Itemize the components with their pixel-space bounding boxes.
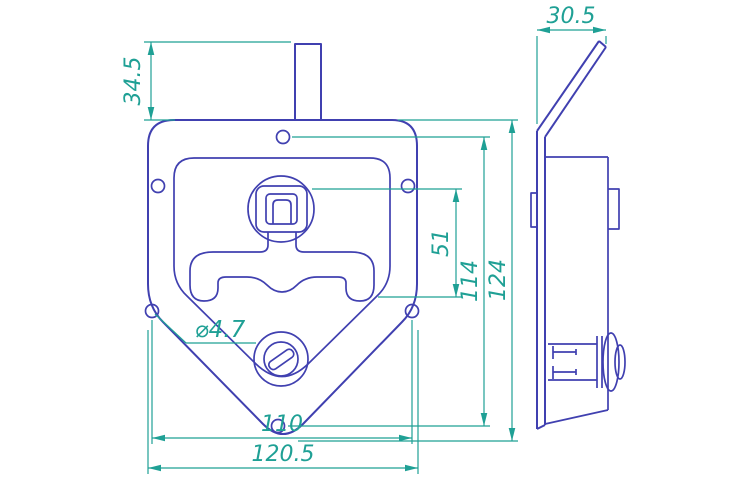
plate-outline: [147, 119, 418, 435]
dim-hole-diameter: ⌀4.7: [154, 313, 256, 344]
handle-housing: [255, 185, 308, 233]
side-tab-outer: [544, 46, 607, 138]
dimensions: 34.5 30.5 51 114 124: [121, 4, 607, 474]
dim-text: 114: [458, 260, 483, 302]
dim-text: 124: [486, 259, 511, 301]
key-slot: [267, 348, 295, 371]
dim-overall-width: 120.5: [147, 330, 419, 474]
side-tab-inner: [536, 40, 600, 132]
mounting-hole-top-right: [400, 178, 416, 194]
dim-tab-height: 34.5: [121, 41, 291, 121]
mounting-tab: [294, 43, 322, 120]
handle-housing-slot: [272, 199, 292, 224]
side-tab-tip: [598, 40, 607, 48]
dim-hole-pitch-horizontal: 110: [151, 320, 413, 444]
side-cam-ellipse-outer: [614, 344, 626, 380]
dim-hole-pitch-vertical: 114: [288, 136, 490, 427]
mounting-hole-mid-left: [144, 303, 160, 319]
dim-text: 120.5: [252, 442, 315, 467]
side-cam-ellipse: [602, 332, 620, 392]
front-view: [144, 43, 420, 435]
side-housing-bump: [608, 188, 620, 230]
mounting-hole-bottom: [270, 418, 286, 434]
dim-overall-height: 124: [298, 119, 518, 442]
side-bottom-edge: [536, 424, 546, 430]
handle-grip: [189, 232, 375, 302]
mounting-hole-top-left: [150, 178, 166, 194]
dim-text: 110: [261, 412, 303, 437]
side-grip-bump: [530, 192, 537, 228]
dim-side-depth: 30.5: [536, 4, 607, 124]
handle-housing-inner: [265, 193, 298, 225]
dim-text: 30.5: [547, 4, 596, 29]
mounting-hole-mid-right: [404, 303, 420, 319]
dim-text: 34.5: [121, 57, 146, 106]
leader-line: [154, 313, 187, 344]
handle-pivot-circle: [247, 175, 315, 243]
side-pan-bottom: [544, 409, 609, 425]
mounting-hole-top-center: [275, 129, 291, 145]
lock-cylinder-inner: [263, 341, 299, 377]
dim-text: 51: [429, 229, 454, 257]
side-view: [530, 40, 626, 430]
lock-cylinder-outer: [253, 331, 309, 387]
dim-handle-length: 51: [312, 188, 462, 298]
dim-text: ⌀4.7: [195, 317, 246, 343]
